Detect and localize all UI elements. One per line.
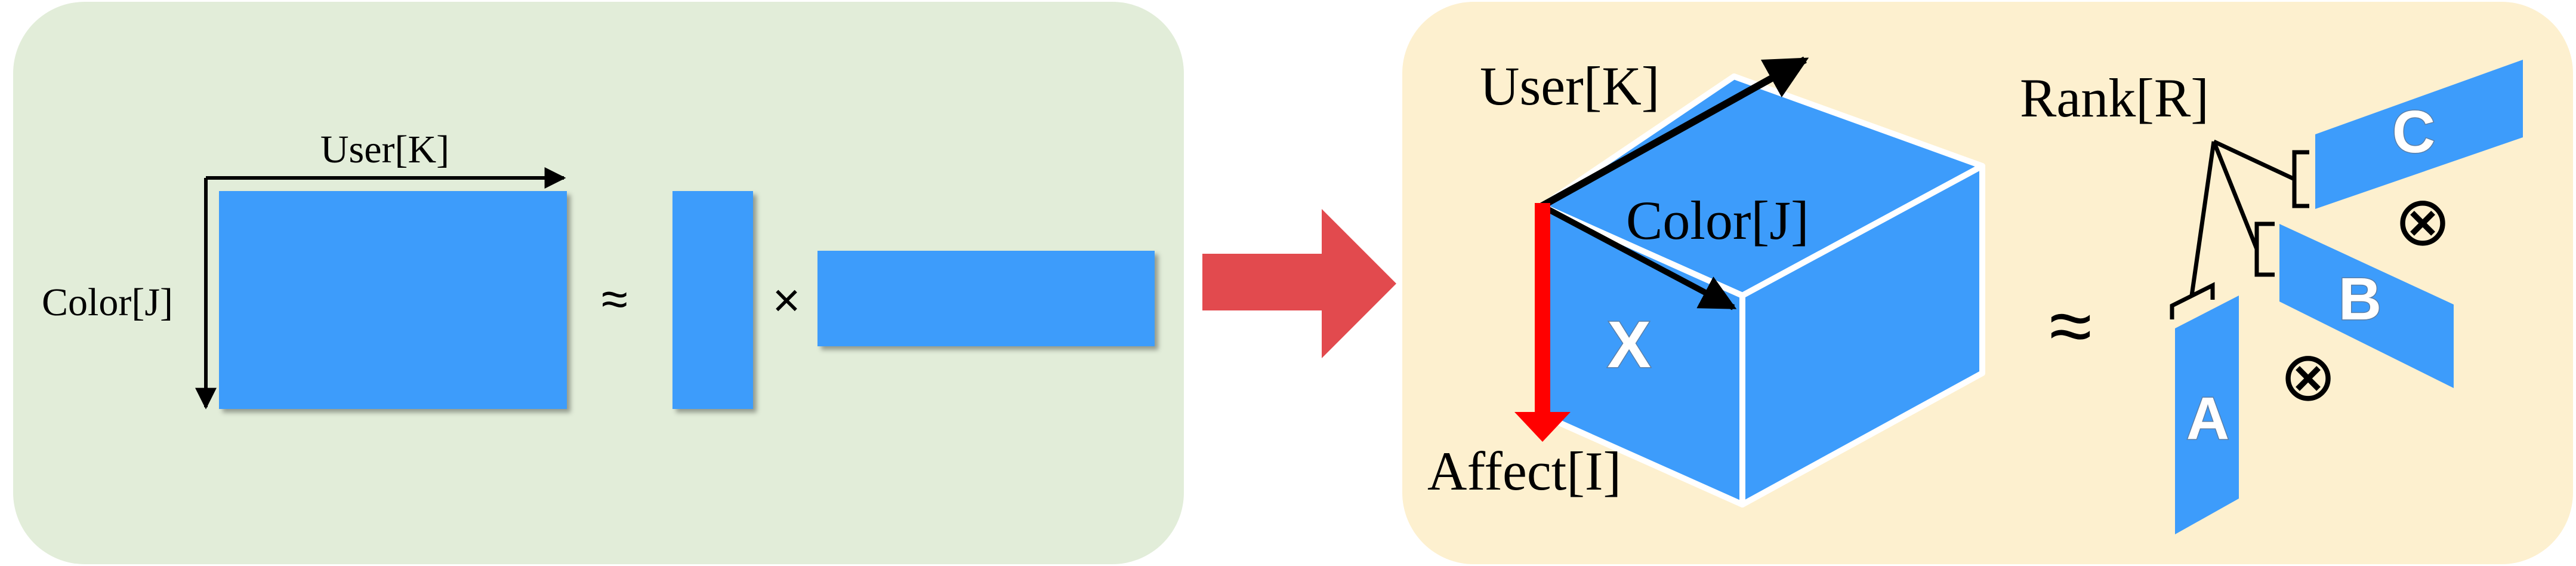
matrix-user-axis-label: User[K] — [320, 128, 449, 171]
matrix-factorization-panel: User[K] Color[J] ≈ × — [13, 2, 1184, 564]
left-panel-background — [13, 2, 1184, 564]
tensor-affect-axis-label: Affect[I] — [1427, 441, 1621, 502]
factor-b-label: B — [2339, 266, 2381, 333]
tensor-cuboid — [1539, 73, 1985, 507]
tensor-affect-axis — [1535, 203, 1550, 415]
color-factor-matrix — [672, 191, 753, 409]
tensor-color-axis-label: Color[J] — [1626, 190, 1809, 251]
tensor-user-axis — [1540, 56, 1809, 210]
tensor-color-axis — [1540, 203, 1737, 310]
factor-a-slab — [2175, 296, 2239, 534]
user-factor-matrix — [817, 251, 1155, 346]
outer-product-symbol-2: ⊗ — [2279, 339, 2337, 415]
rank-bracket-b — [2254, 222, 2275, 277]
outer-product-symbol-1: ⊗ — [2394, 183, 2451, 260]
rating-matrix — [219, 191, 567, 409]
tensor-user-axis-label: User[K] — [1480, 56, 1659, 116]
factor-c-label: C — [2392, 99, 2435, 165]
tensor-label: X — [1607, 308, 1651, 382]
factor-a-label: A — [2186, 385, 2229, 452]
matrix-color-axis-label: Color[J] — [42, 281, 173, 324]
tensor-side-face — [1739, 163, 1985, 507]
matrix-approx-symbol: ≈ — [601, 272, 628, 325]
right-arrow-icon — [1202, 209, 1396, 358]
tensor-factorization-panel: X User[K] Color[J] Affect[I] ≈ A B C Ran… — [1402, 2, 2573, 564]
tensor-approx-symbol: ≈ — [2049, 282, 2091, 369]
tensor-affect-arrowhead — [1514, 412, 1571, 442]
rank-connectors — [2170, 139, 2309, 319]
matrix-times-symbol: × — [773, 273, 801, 327]
factor-b-slab — [2279, 224, 2454, 388]
rank-label: Rank[R] — [2020, 67, 2209, 128]
factor-c-slab — [2315, 60, 2523, 209]
